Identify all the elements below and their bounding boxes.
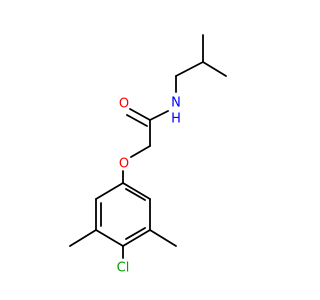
ether-oxygen-label: O xyxy=(119,157,129,172)
bond-isobutyl-ch xyxy=(175,61,204,77)
bond-ring-3 xyxy=(122,229,151,247)
bond-ring-6 xyxy=(95,182,124,200)
bond-carbonyl-double-a xyxy=(129,108,151,121)
bond-carbonyl-double-b xyxy=(126,114,148,127)
bond-ch2-oxygen xyxy=(130,145,151,158)
carbonyl-oxygen-label: O xyxy=(119,97,129,112)
bond-methyl-ring-left xyxy=(69,229,97,247)
amide-hydrogen-label: H xyxy=(171,112,181,127)
chlorine-label: Cl xyxy=(117,261,130,276)
bond-methyl-ring-right xyxy=(149,229,177,247)
molecule-canvas: O N H O Cl xyxy=(69,34,227,276)
bond-ring-inner-2 xyxy=(125,227,146,240)
bond-group xyxy=(69,34,227,259)
bond-ring-1 xyxy=(122,182,151,200)
bond-ring-inner-1 xyxy=(125,188,146,201)
bond-n-carbonyl xyxy=(149,110,169,121)
bond-methyl-right xyxy=(202,61,227,77)
structure-diagram: O N H O Cl xyxy=(69,34,227,276)
bond-ring-4 xyxy=(95,229,124,247)
amide-nitrogen-label: N xyxy=(171,96,181,111)
